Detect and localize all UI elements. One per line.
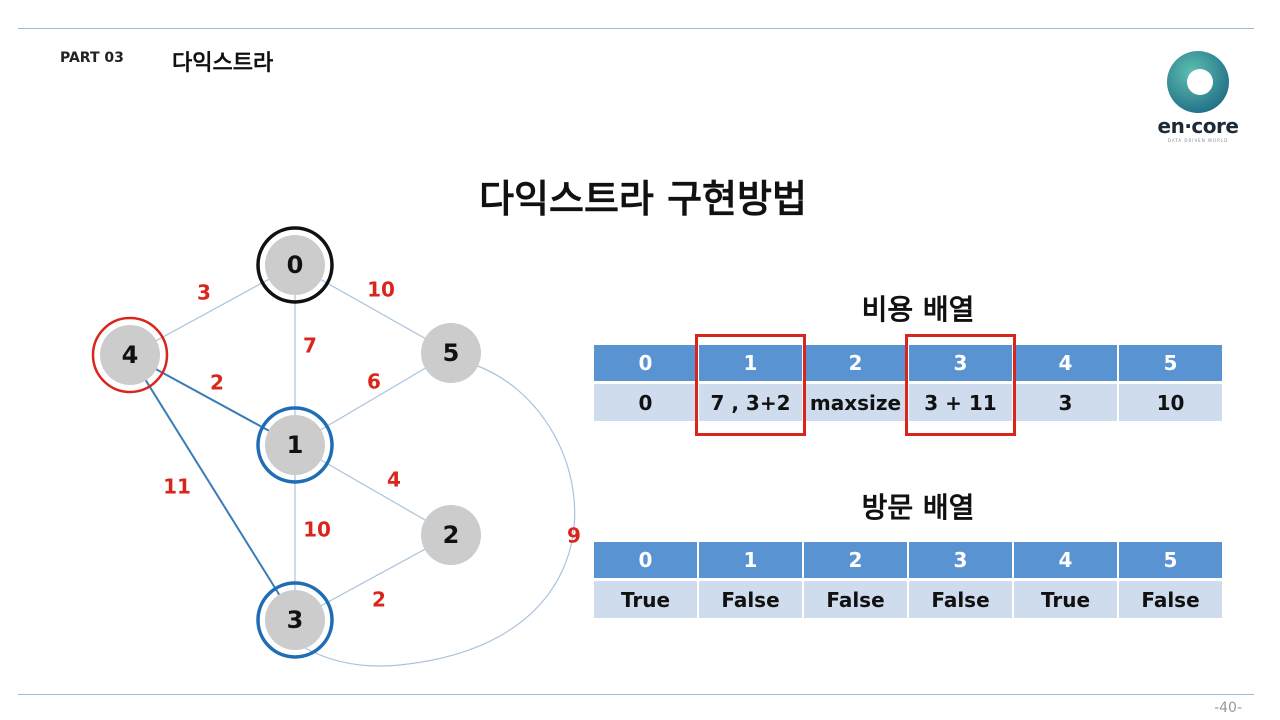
cost-array-value-row: 0 7 , 3+2 maxsize 3 + 11 3 10 (594, 384, 1222, 421)
cost-header-cell: 2 (804, 345, 907, 384)
node-0-label: 0 (287, 251, 304, 279)
visit-array-title: 방문 배열 (861, 491, 975, 524)
edge-weight-5-1: 6 (367, 370, 381, 394)
visit-header-cell: 4 (1014, 542, 1117, 581)
node-1-label: 1 (287, 431, 304, 459)
graph-diagram: 3 7 10 2 6 11 4 10 2 9 0 1 2 3 4 5 (91, 226, 581, 667)
edge-4-3 (129, 354, 296, 621)
node-1-ring (256, 406, 334, 484)
node-3-circle (265, 590, 325, 650)
node-4-ring (91, 316, 169, 394)
cost-header-cell: 5 (1119, 345, 1222, 384)
node-4-label: 4 (122, 341, 139, 369)
visit-header-cell: 1 (699, 542, 802, 581)
cost-highlight-box-3 (905, 334, 1016, 436)
cost-array-title: 비용 배열 (861, 293, 975, 326)
cost-highlight-box-1 (695, 334, 806, 436)
node-3-label: 3 (287, 606, 304, 634)
visit-value-cell: False (699, 581, 802, 618)
section-title: 다익스트라 (172, 51, 274, 76)
visit-value-cell: False (804, 581, 907, 618)
edge-weight-1-3: 10 (303, 518, 331, 542)
cost-header-cell: 4 (1014, 345, 1117, 384)
node-2-label: 2 (443, 521, 460, 549)
cost-array-table: 0 1 2 3 4 5 0 7 , 3+2 maxsize 3 + 11 3 1… (592, 345, 1224, 421)
cost-value-cell: 3 (1014, 384, 1117, 421)
edge-4-1 (129, 354, 296, 446)
encore-logo (1167, 51, 1229, 113)
node-1-circle (265, 415, 325, 475)
logo-center (1187, 69, 1213, 95)
edge-weight-5-3: 9 (567, 524, 581, 548)
node-4-circle (100, 325, 160, 385)
part-label: PART 03 (60, 50, 124, 66)
visit-value-cell: True (594, 581, 697, 618)
cost-array-header-row: 0 1 2 3 4 5 (594, 345, 1222, 384)
visit-array-header-row: 0 1 2 3 4 5 (594, 542, 1222, 581)
cost-value-cell: 7 , 3+2 (699, 384, 802, 421)
cost-value-cell: 10 (1119, 384, 1222, 421)
edge-weight-0-1: 7 (303, 334, 317, 358)
edge-weight-4-3: 11 (163, 475, 191, 499)
cost-value-cell: maxsize (804, 384, 907, 421)
visit-value-cell: False (1119, 581, 1222, 618)
cost-header-cell: 3 (909, 345, 1012, 384)
visit-header-cell: 0 (594, 542, 697, 581)
top-divider (18, 28, 1254, 29)
cost-header-cell: 0 (594, 345, 697, 384)
visit-array-value-row: True False False False True False (594, 581, 1222, 618)
cost-value-cell: 0 (594, 384, 697, 421)
node-0-circle (265, 235, 325, 295)
visit-value-cell: True (1014, 581, 1117, 618)
edge-5-3 (304, 364, 576, 667)
node-5-circle (421, 323, 481, 383)
visit-value-cell: False (909, 581, 1012, 618)
edge-weight-4-1: 2 (210, 371, 224, 395)
visit-header-cell: 3 (909, 542, 1012, 581)
cost-value-cell: 3 + 11 (909, 384, 1012, 421)
visit-header-cell: 5 (1119, 542, 1222, 581)
edge-5-1 (294, 352, 452, 446)
node-2-circle (421, 505, 481, 565)
main-title: 다익스트라 구현방법 (479, 177, 807, 221)
edge-weight-1-2: 4 (387, 468, 401, 492)
cost-header-cell: 1 (699, 345, 802, 384)
edge-weight-0-5: 10 (367, 278, 395, 302)
edge-weight-0-4: 3 (197, 281, 211, 305)
bottom-divider (18, 694, 1254, 695)
logo-tagline: DATA DRIVEN WORLD (1167, 138, 1229, 143)
node-5-label: 5 (443, 339, 460, 367)
edge-0-4 (129, 264, 296, 356)
visit-header-cell: 2 (804, 542, 907, 581)
edge-weight-3-2: 2 (372, 588, 386, 612)
page-number: -40- (1214, 700, 1242, 716)
logo-wordmark: en·core (1157, 114, 1239, 138)
visit-array-table: 0 1 2 3 4 5 True False False False True … (592, 542, 1224, 618)
edge-1-2 (294, 444, 452, 536)
node-0-ring (256, 226, 334, 304)
node-3-ring (256, 581, 334, 659)
